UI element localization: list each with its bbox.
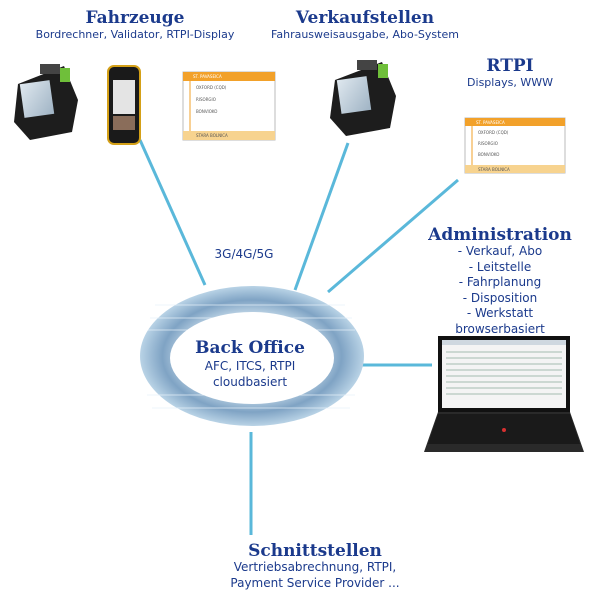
rtpi-row-4: BONVIOKO	[478, 152, 499, 157]
back-office-line1: AFC, ITCS, RTPI	[204, 359, 296, 373]
administration-item: - Leitstelle	[468, 259, 532, 274]
connector-fahrzeuge	[138, 139, 207, 286]
rtpi-vehicle-row-3: RISORGIO	[196, 97, 216, 102]
rtpi-title: RTPI	[486, 56, 534, 76]
administration-item: - Fahrplanung	[458, 275, 542, 290]
back-office-line2: cloudbasiert	[212, 375, 288, 389]
connector-lines	[138, 139, 459, 535]
verkaufstellen-subtitle: Fahrausweisausgabe, Abo-System	[271, 28, 459, 41]
rtpi-vehicle-row-5: STARA BOLNICA	[196, 133, 228, 138]
bordrechner-device	[14, 64, 78, 140]
rtpi-row-2: OXFORD (CQD)	[478, 130, 509, 135]
schnittstellen-line1: Vertriebsabrechnung, RTPI,	[233, 560, 397, 574]
fahrzeuge-subtitle: Bordrechner, Validator, RTPI-Display	[35, 28, 235, 41]
rtpi-row-3: RISORGIO	[478, 141, 498, 146]
back-office-cloud	[140, 286, 364, 426]
administration-item: - Disposition	[462, 290, 538, 305]
rtpi-subtitle: Displays, WWW	[467, 76, 553, 89]
rtpi-display	[464, 117, 566, 174]
back-office-title: Back Office	[195, 338, 305, 358]
verkaufstellen-terminal	[330, 60, 396, 136]
rtpi-vehicle-row-2: OXFORD (CQD)	[196, 85, 227, 90]
administration-title: Administration	[428, 225, 572, 245]
administration-item: - Werkstatt	[466, 306, 534, 321]
administration-item: - Verkauf, Abo	[457, 244, 543, 258]
rtpi-vehicle-row-1: ST. PAVASEICA	[193, 74, 222, 79]
validator-device	[107, 65, 141, 145]
administration-list: - Verkauf, Abo - Leitstelle - Fahrplanun…	[430, 244, 570, 338]
rtpi-display-vehicle	[182, 71, 276, 141]
fahrzeuge-title: Fahrzeuge	[85, 8, 185, 28]
administration-item: browserbasiert	[455, 321, 545, 336]
rtpi-row-1: ST. PAVASEICA	[476, 120, 505, 125]
schnittstellen-line2: Payment Service Provider ...	[230, 576, 400, 590]
schnittstellen-title: Schnittstellen	[248, 541, 382, 561]
connector-rtpi	[327, 178, 459, 294]
laptop	[424, 336, 584, 452]
connector-verkaufstellen	[293, 142, 350, 291]
rtpi-vehicle-row-4: BONVIOKO	[196, 109, 217, 114]
network-label: 3G/4G/5G	[214, 247, 274, 261]
verkaufstellen-title: Verkaufstellen	[295, 8, 435, 28]
rtpi-row-5: STARA BOLNICA	[478, 167, 510, 172]
